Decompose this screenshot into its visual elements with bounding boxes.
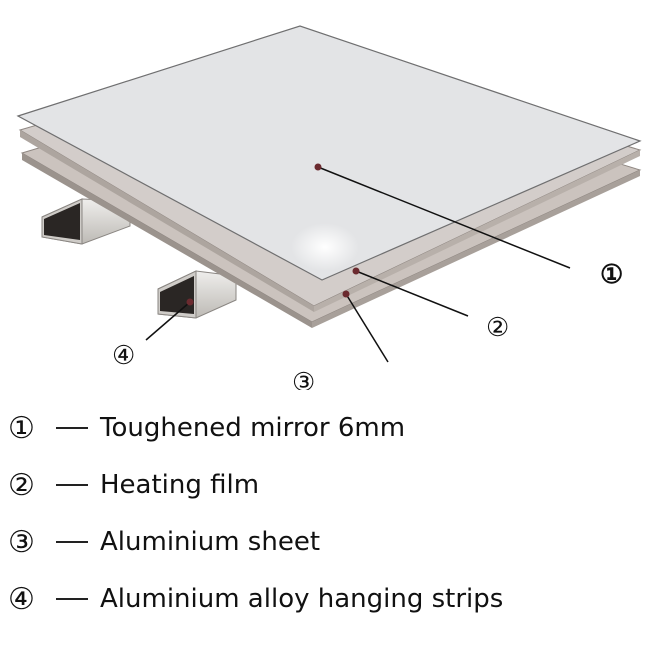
callout-1: ① <box>600 260 623 290</box>
legend-label: Toughened mirror 6mm <box>100 413 406 443</box>
hanging-strip-back <box>41 198 131 245</box>
marker-dot-4 <box>186 298 194 306</box>
marker-dot-2 <box>352 267 360 275</box>
hanging-strip-front <box>157 270 237 319</box>
callout-4: ④ <box>112 341 135 371</box>
panel-layer-diagram: ① ② ③ ④ <box>16 25 642 390</box>
legend-label: Aluminium sheet <box>100 527 321 557</box>
legend-item-heating-film: ② Heating film <box>8 465 259 505</box>
legend-number: ④ <box>8 581 35 617</box>
callout-2: ② <box>486 313 509 343</box>
marker-dot-1 <box>314 163 322 171</box>
leader-line-3 <box>345 293 389 363</box>
marker-dot-3 <box>342 290 350 298</box>
legend-number: ① <box>8 410 35 446</box>
marker-dots <box>186 163 360 306</box>
legend-label: Aluminium alloy hanging strips <box>100 584 504 614</box>
legend-dash <box>56 598 88 600</box>
legend-dash <box>56 427 88 429</box>
legend-item-mirror: ① Toughened mirror 6mm <box>8 408 405 448</box>
callout-3: ③ <box>292 368 315 390</box>
legend-dash <box>56 484 88 486</box>
leader-line-2 <box>355 270 469 317</box>
leader-line-4 <box>145 301 191 341</box>
legend-number: ② <box>8 467 35 503</box>
legend-item-aluminium-sheet: ③ Aluminium sheet <box>8 522 320 562</box>
legend-number: ③ <box>8 524 35 560</box>
leader-lines <box>145 166 571 363</box>
legend-item-hanging-strips: ④ Aluminium alloy hanging strips <box>8 579 503 619</box>
legend-dash <box>56 541 88 543</box>
leader-line-1 <box>317 166 571 269</box>
legend-label: Heating film <box>100 470 260 500</box>
toughened-mirror-layer <box>16 25 642 281</box>
